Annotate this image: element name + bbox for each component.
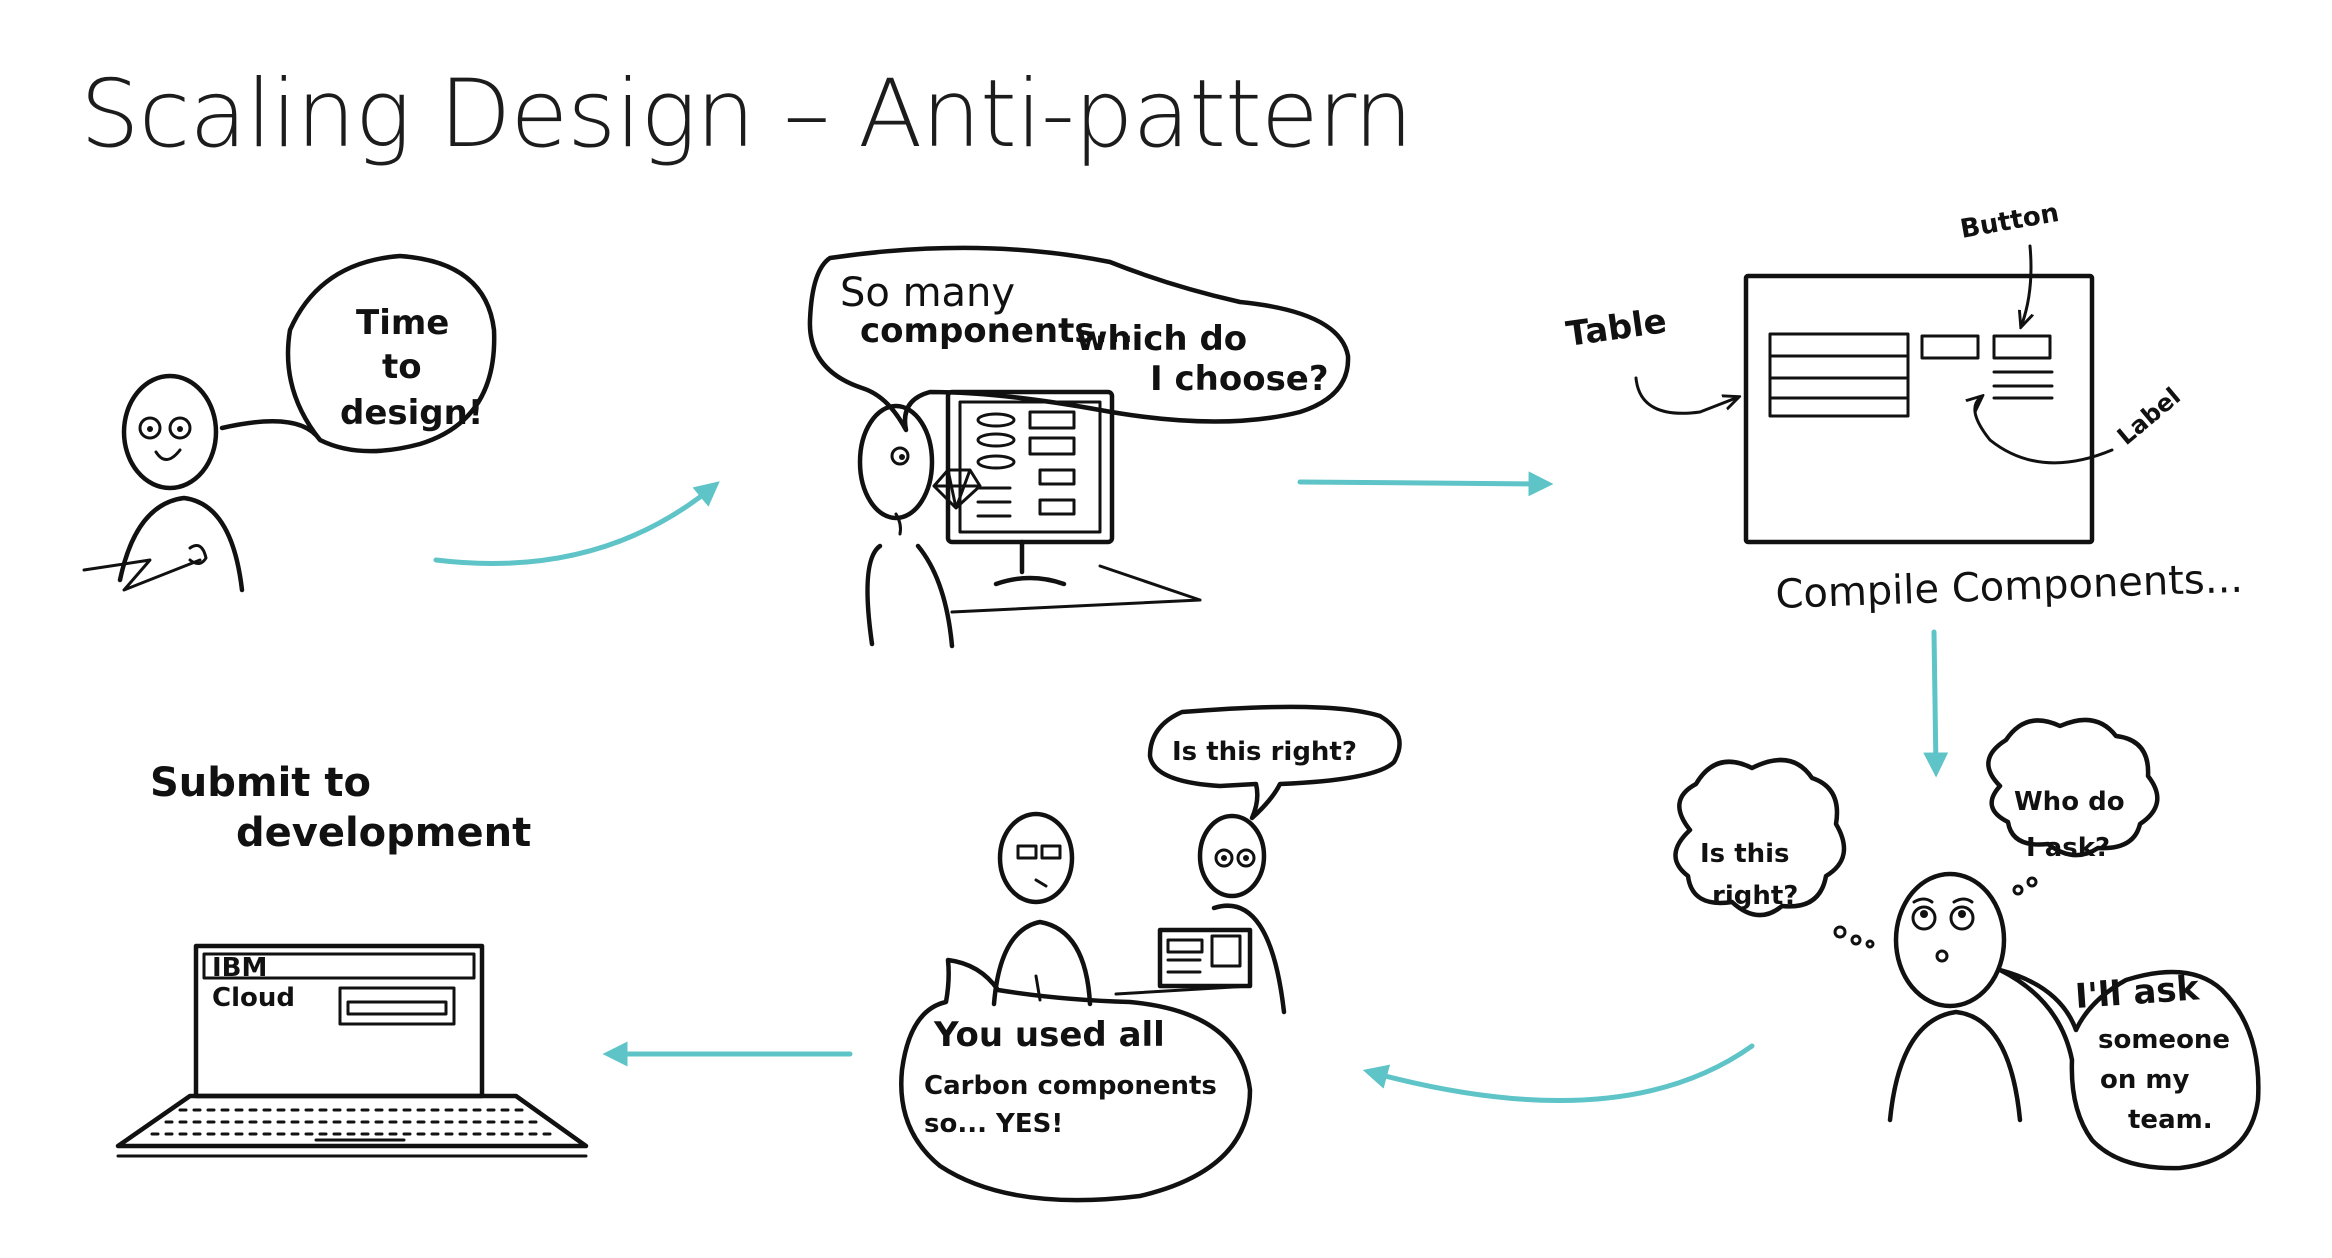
flow-arrow-compile-to-doubt xyxy=(1923,629,1949,778)
scene-start: Time to design! xyxy=(82,253,497,593)
speech-line: on my xyxy=(2100,1065,2190,1095)
submit-caption-line: Submit to xyxy=(150,760,371,806)
compile-caption: Compile Components... xyxy=(1775,556,2244,618)
speech-line: components... xyxy=(860,311,1133,351)
speech-bubble-start: Time to design! xyxy=(219,253,497,454)
scene-submit: Submit to development IBM Cloud xyxy=(115,760,589,1158)
worried-figure xyxy=(1887,871,2023,1123)
thought-line: I ask? xyxy=(2026,833,2110,863)
scene-review: Is this right? You used all xyxy=(899,704,1402,1203)
speech-line: I'll ask xyxy=(2074,968,2202,1017)
question-bubble: Is this right? xyxy=(1147,704,1402,821)
answer-line: so... YES! xyxy=(924,1109,1063,1139)
scene-compile: Table Button Label Compile Components... xyxy=(1564,198,2244,618)
designer-with-laptop xyxy=(1114,813,1287,1015)
answer-bubble: You used all Carbon components so... YES… xyxy=(899,957,1253,1203)
thought-cloud-left: Is this right? xyxy=(1673,757,1875,949)
thinking-figure xyxy=(857,403,955,649)
scene-doubt: Is this right? Who do I ask? I'll ask xyxy=(1673,717,2261,1171)
thought-line: Who do xyxy=(2014,787,2125,817)
label-label: Label xyxy=(2112,382,2186,450)
answer-line: Carbon components xyxy=(924,1071,1217,1101)
submit-caption-line: development xyxy=(236,810,531,856)
laptop-product: Cloud xyxy=(212,983,295,1013)
pointer-label xyxy=(1975,398,2114,465)
flow-arrow-choose-to-compile xyxy=(1297,471,1554,497)
designer-figure xyxy=(82,373,245,593)
speech-bubble-doubt: I'll ask someone on my team. xyxy=(1997,967,2261,1171)
speech-line: team. xyxy=(2128,1105,2213,1135)
speech-line: Time xyxy=(356,303,449,343)
pointer-button xyxy=(2022,244,2031,324)
speech-line: design! xyxy=(340,393,483,433)
laptop: IBM Cloud xyxy=(115,943,589,1158)
thought-line: Is this xyxy=(1700,839,1790,869)
thought-line: right? xyxy=(1712,881,1798,911)
speech-line: So many xyxy=(840,270,1015,316)
pointer-table xyxy=(1634,376,1736,415)
page-title: Scaling Design – Anti-pattern xyxy=(80,60,1413,169)
wireframe-screen xyxy=(1743,273,2095,545)
speech-line: someone xyxy=(2098,1025,2230,1055)
monitor xyxy=(945,389,1202,614)
speech-bubble-choose: So many components... which do I choose? xyxy=(807,245,1351,433)
thought-cloud-right: Who do I ask? xyxy=(1986,717,2160,896)
scene-choose: So many components... which do I choose? xyxy=(807,245,1351,649)
laptop-brand: IBM xyxy=(212,953,267,983)
reviewer-figure xyxy=(991,811,1093,1007)
speech-line: I choose? xyxy=(1150,359,1329,399)
question-text: Is this right? xyxy=(1172,737,1357,767)
speech-line: which do xyxy=(1076,319,1247,359)
diamond-icon xyxy=(932,468,982,510)
label-button: Button xyxy=(1958,198,2061,245)
answer-line: You used all xyxy=(933,1015,1165,1055)
speech-line: to xyxy=(382,347,422,387)
label-table: Table xyxy=(1564,301,1669,355)
flow-arrow-doubt-to-review xyxy=(1362,1043,1755,1104)
flow-arrow-start-to-choose xyxy=(433,481,720,566)
